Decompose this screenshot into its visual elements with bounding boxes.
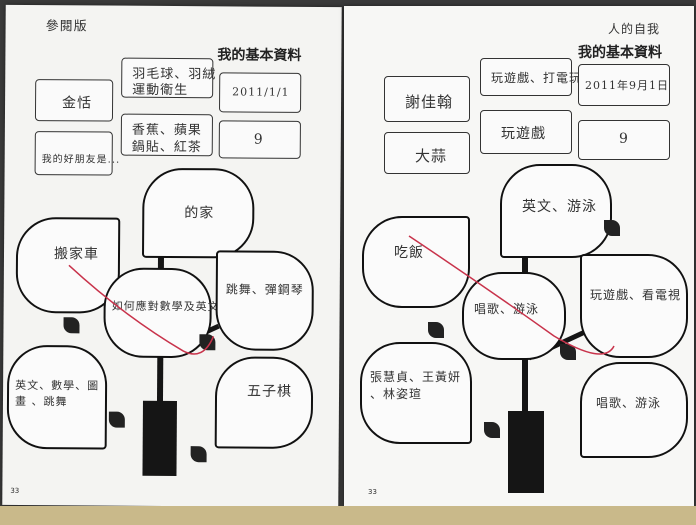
left-age-box: 9 <box>218 120 301 159</box>
right-leaf-bottom-left-text: 張慧貞、王黃妍 、林姿瑄 <box>370 370 462 401</box>
left-favorite-note: 我的好朋友是... <box>41 154 121 166</box>
left-birthday-box: 2011/1/1 <box>219 72 302 113</box>
right-food: 玩遊戲 <box>501 126 546 142</box>
bottom-paper-strip <box>0 506 696 525</box>
left-hobby-line2: 運動衛生 <box>132 82 189 99</box>
left-birthday: 2011/1/1 <box>232 85 290 99</box>
right-leaf-left-text: 吃飯 <box>394 245 424 261</box>
right-dark-leaf-1 <box>604 220 620 236</box>
right-leaf-center: 唱歌、游泳 <box>462 272 566 360</box>
left-leaf-top-text: 的家 <box>184 205 215 222</box>
right-title: 我的基本資料 <box>578 45 662 61</box>
right-age-box: 9 <box>578 120 670 160</box>
left-page-number: 33 <box>10 486 20 495</box>
right-top-note: 人的自我 <box>608 22 661 36</box>
right-birthday-box: 2011年9月1日 <box>578 64 670 106</box>
right-hobby: 玩遊戲、打電玩 <box>491 71 583 85</box>
left-hobby-box: 羽毛球、羽絨 運動衛生 <box>121 57 216 99</box>
right-leaf-left: 吃飯 <box>362 216 470 308</box>
right-favorite: 大蒜 <box>415 147 448 165</box>
left-age: 9 <box>253 131 264 148</box>
left-leaf-right: 跳舞、彈鋼琴 <box>215 250 315 351</box>
right-worksheet: 人的自我 我的基本資料 玩遊戲、打電玩 2011年9月1日 謝佳翰 玩遊戲 9 … <box>344 6 694 506</box>
right-favorite-box: 大蒜 <box>384 132 470 174</box>
right-page-number: 33 <box>368 488 377 496</box>
left-leaf-bottom-right: 五子棋 <box>214 356 314 449</box>
right-hobby-box: 玩遊戲、打電玩 <box>480 58 581 96</box>
left-food-box: 香蕉、蘋果 鍋貼、紅茶 <box>120 113 213 157</box>
left-dark-leaf-4 <box>190 446 207 463</box>
right-age: 9 <box>619 131 629 147</box>
right-name: 謝佳翰 <box>405 93 454 111</box>
right-name-box: 謝佳翰 <box>384 76 470 122</box>
left-red-pen-line <box>68 264 215 355</box>
right-leaf-bottom-right: 唱歌、游泳 <box>580 362 688 458</box>
right-leaf-bottom-right-text: 唱歌、游泳 <box>596 396 662 410</box>
left-favorite-box: 我的好朋友是... <box>34 131 120 176</box>
left-food-line2: 鍋貼、紅茶 <box>131 139 202 156</box>
left-leaf-right-text: 跳舞、彈鋼琴 <box>225 282 304 297</box>
right-leaf-bottom-left: 張慧貞、王黃妍 、林姿瑄 <box>360 342 472 444</box>
left-dark-leaf-3 <box>108 411 125 428</box>
right-birthday: 2011年9月1日 <box>585 79 669 92</box>
left-leaf-bottom-right-text: 五子棋 <box>246 383 293 400</box>
right-tree-trunk <box>508 411 544 493</box>
right-leaf-top-text: 英文、游泳 <box>522 199 597 215</box>
right-dark-leaf-4 <box>484 422 500 438</box>
left-top-note: 參閱版 <box>45 19 88 35</box>
right-leaf-top: 英文、游泳 <box>500 164 612 258</box>
left-leaf-bottom-left-text: 英文、數學、圖畫 、跳舞 <box>14 378 100 409</box>
right-dark-leaf-3 <box>560 344 576 360</box>
right-leaf-right-text: 玩遊戲、看電視 <box>590 288 682 302</box>
left-tree-trunk <box>142 400 177 477</box>
right-red-pen-line <box>408 235 615 355</box>
right-food-box: 玩遊戲 <box>480 110 572 154</box>
left-worksheet: 參閱版 我的基本資料 羽毛球、羽絨 運動衛生 2011/1/1 金恬 香蕉、蘋果… <box>2 4 342 508</box>
right-dark-leaf-2 <box>428 322 444 338</box>
right-leaf-right: 玩遊戲、看電視 <box>580 254 688 358</box>
left-leaf-top: 的家 <box>141 167 255 259</box>
left-title: 我的基本資料 <box>217 47 302 64</box>
left-name-box: 金恬 <box>34 79 114 122</box>
left-name: 金恬 <box>62 95 93 112</box>
